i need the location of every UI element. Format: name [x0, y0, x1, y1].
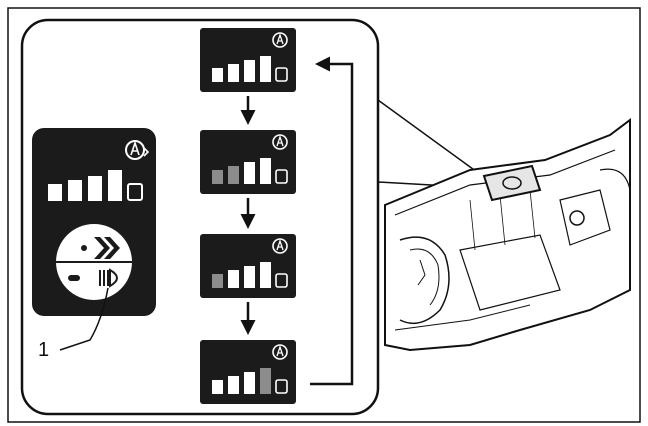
mode-panel-2	[200, 130, 296, 194]
square-status-icon	[127, 183, 143, 201]
level-bar	[212, 274, 223, 288]
mode-sequence	[200, 28, 354, 404]
level-bar	[244, 162, 255, 184]
level-bar	[260, 368, 271, 394]
level-bar	[212, 380, 223, 394]
square-status-icon	[275, 273, 288, 288]
level-bar	[260, 262, 271, 288]
level-bar	[260, 158, 271, 184]
tool-mode-button	[482, 164, 542, 202]
level-bar	[228, 166, 239, 184]
large-level-bar-2	[68, 180, 82, 201]
outer-frame	[7, 7, 641, 423]
light-icon	[99, 268, 118, 288]
square-status-icon	[275, 379, 288, 394]
chevron-icon	[94, 237, 110, 259]
square-status-icon	[275, 169, 288, 184]
large-control-panel	[32, 128, 156, 316]
loop-back-arrow	[310, 56, 354, 386]
leader-line-top	[377, 99, 489, 181]
mode-panel-4	[200, 340, 296, 404]
mode-panel-3	[200, 234, 296, 298]
auto-mode-icon	[272, 238, 288, 254]
dot-icon	[81, 245, 87, 251]
large-level-bar-3	[88, 176, 102, 201]
level-bar	[244, 372, 255, 394]
callout-label: 1	[38, 339, 49, 361]
large-level-bar-4	[108, 170, 122, 201]
callout-pointer	[59, 287, 109, 351]
mode-panel-1	[200, 28, 296, 92]
square-status-icon	[275, 67, 288, 82]
level-bar	[244, 266, 255, 288]
level-bar	[244, 60, 255, 82]
level-bar	[228, 64, 239, 82]
light-button	[56, 224, 132, 300]
tool-illustration	[384, 118, 631, 352]
auto-mode-icon	[272, 344, 288, 360]
auto-mode-icon	[125, 140, 150, 160]
auto-mode-icon	[272, 32, 288, 48]
large-level-bar-1	[48, 184, 62, 201]
level-bar	[260, 56, 271, 82]
auto-mode-icon	[272, 134, 288, 150]
level-bar	[228, 376, 239, 394]
level-bar	[212, 170, 223, 184]
level-bar	[228, 270, 239, 288]
level-bar	[212, 68, 223, 82]
